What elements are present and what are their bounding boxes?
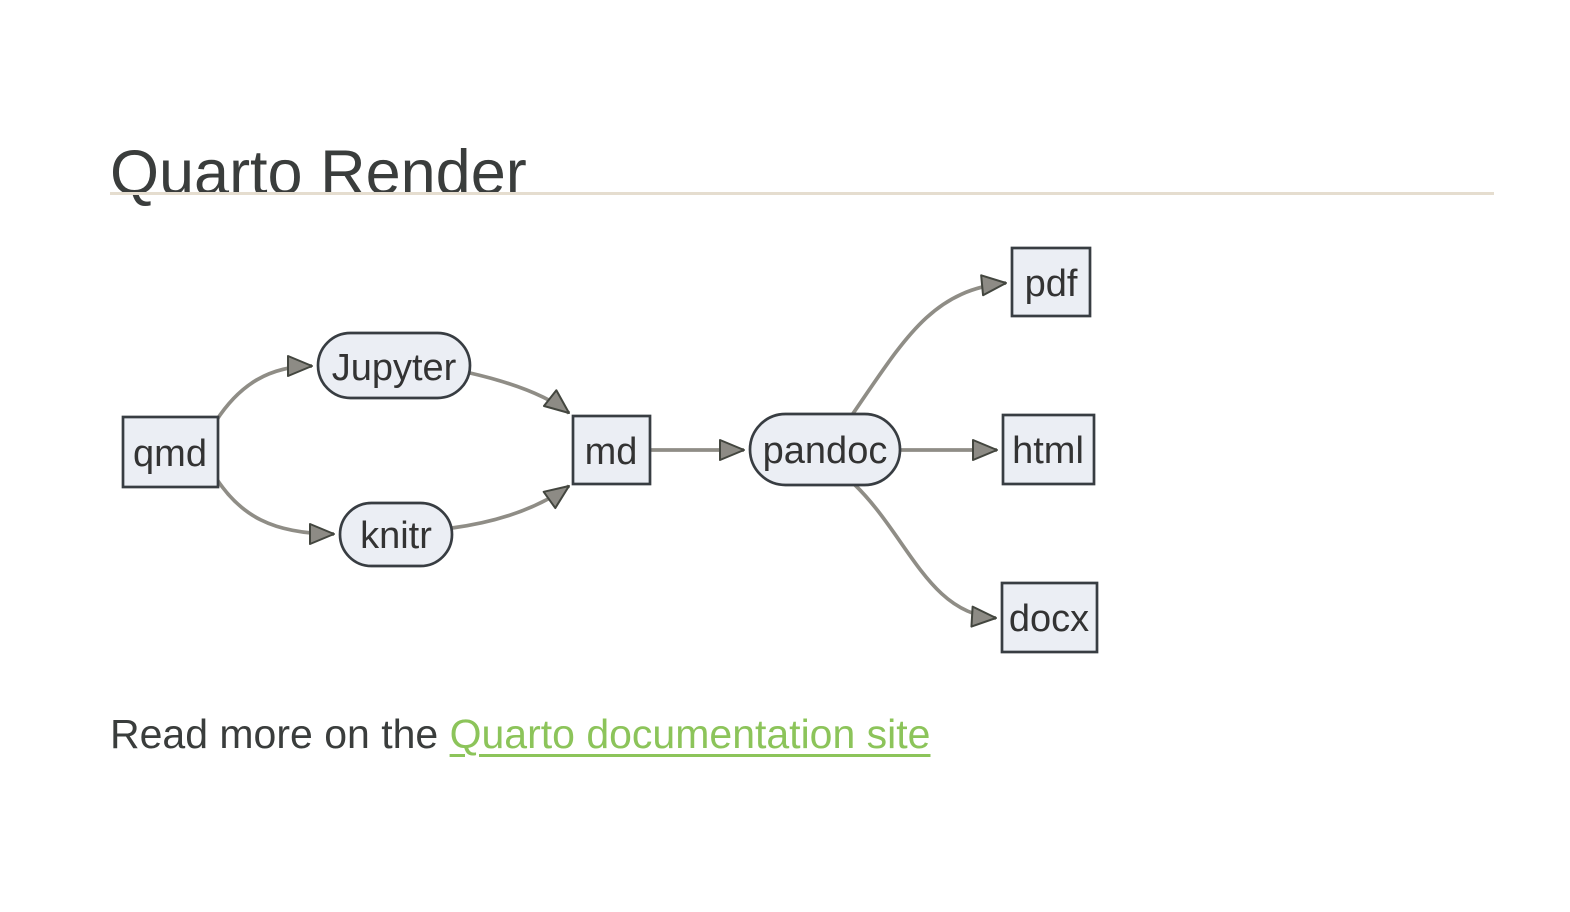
edge-pandoc-to-pdf (850, 274, 1007, 417)
node-pandoc: pandoc (748, 412, 902, 487)
flowchart-diagram: qmd Jupyter knitr md pandoc pdf (110, 228, 1110, 668)
node-pandoc-shape (748, 412, 902, 487)
node-html: html (1001, 413, 1096, 486)
node-knitr: knitr (338, 501, 454, 568)
edge-qmd-to-knitr (214, 476, 335, 545)
edge-pandoc-to-docx (852, 482, 997, 628)
node-docx-label: docx (1009, 598, 1089, 640)
flowchart-svg: qmd Jupyter knitr md pandoc pdf (121, 246, 1099, 654)
edge-qmd-to-jupyter (214, 355, 313, 423)
node-docx: docx (1000, 581, 1099, 654)
quarto-documentation-link[interactable]: Quarto documentation site (449, 711, 931, 757)
node-html-shape (1001, 413, 1096, 486)
node-qmd-label: qmd (133, 433, 207, 475)
node-html-label: html (1012, 430, 1084, 472)
title-divider (110, 192, 1494, 195)
node-md-shape (571, 414, 652, 486)
node-knitr-shape (338, 501, 454, 568)
read-more-text: Read more on the (110, 711, 450, 757)
node-docx-shape (1000, 581, 1099, 654)
node-qmd-shape (121, 415, 220, 489)
node-md-label: md (585, 431, 638, 473)
node-pandoc-label: pandoc (763, 430, 888, 472)
node-pdf-shape (1010, 246, 1092, 318)
node-pdf-label: pdf (1025, 263, 1078, 305)
page-title: Quarto Render (110, 138, 527, 209)
node-qmd: qmd (121, 415, 220, 489)
node-jupyter-shape (316, 331, 472, 400)
node-jupyter-label: Jupyter (332, 347, 457, 389)
edge-knitr-to-md (451, 484, 571, 530)
node-md: md (571, 414, 652, 486)
read-more-paragraph: Read more on the Quarto documentation si… (110, 711, 930, 757)
node-pdf: pdf (1010, 246, 1092, 318)
node-jupyter: Jupyter (316, 331, 472, 400)
edge-jupyter-to-md (469, 371, 571, 415)
node-knitr-label: knitr (360, 515, 432, 557)
